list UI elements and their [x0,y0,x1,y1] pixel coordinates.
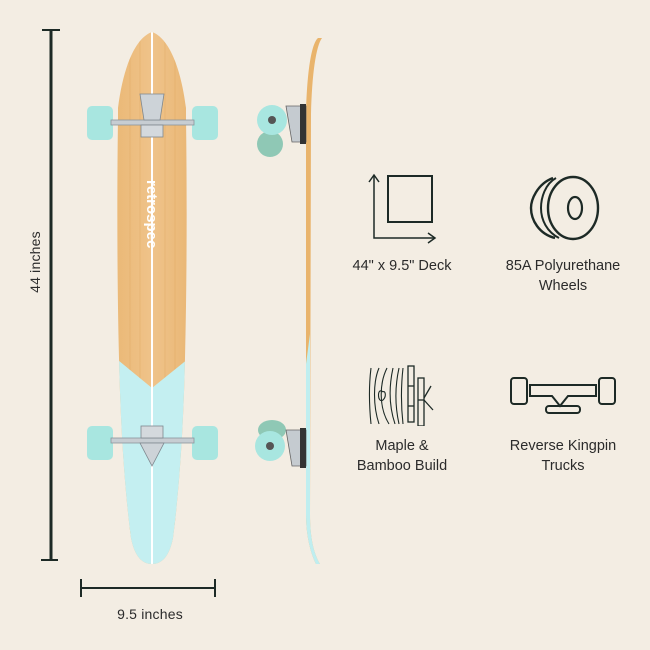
length-label: 44 inches [27,231,43,293]
wheel-icon [529,175,600,241]
feature-label: 85A Polyurethane [505,258,621,274]
truck-icon [510,377,616,414]
feature-label: 44" x 9.5" Deck [352,258,452,274]
feature-label: Bamboo Build [356,458,448,474]
brand-logo: retrospec [143,180,160,248]
length-dimension-line [41,29,60,561]
deck-size-icon [368,173,437,244]
width-label: 9.5 inches [117,606,183,622]
feature-label: Wheels [538,278,588,294]
feature-deck-size: 44" x 9.5" Deck [322,170,482,276]
feature-trucks: Reverse Kingpin Trucks [483,376,643,476]
feature-label: Trucks [541,458,585,474]
skateboard-side-view [255,38,322,564]
width-dimension-line [80,579,216,597]
feature-label: Reverse Kingpin [509,438,617,454]
skateboard-top-view: retrospec [87,32,218,564]
feature-wheels: 85A Polyurethane Wheels [483,170,643,296]
feature-material: Maple & Bamboo Build [322,364,482,476]
feature-label: Maple & [375,438,429,454]
wood-bamboo-icon [368,365,434,426]
